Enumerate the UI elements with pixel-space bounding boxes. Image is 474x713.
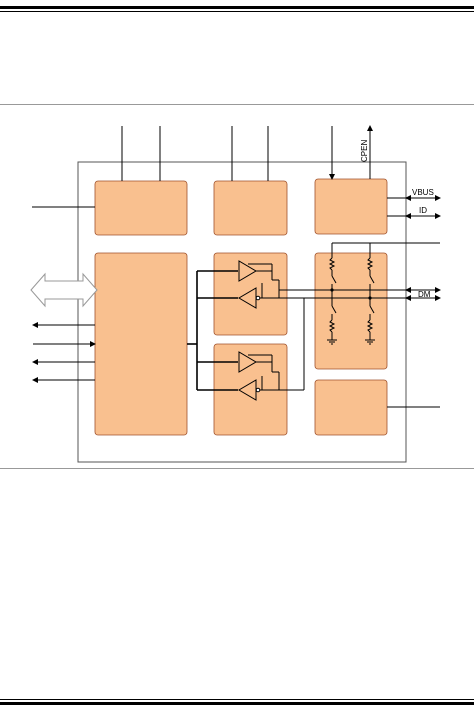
block-resistor-switches [314,252,388,370]
switch-lower-right [369,305,375,314]
data-lines [278,280,441,391]
block-group [94,178,388,436]
resistor-pulldown-left [328,319,336,333]
bus-arrow [30,272,98,308]
ground-right-icon [365,339,375,345]
block-controller [94,252,188,436]
block-top-right [314,178,388,235]
junction-dots [330,288,372,300]
switch-upper-left [331,275,337,284]
block-top-middle [213,180,288,236]
resistor-pullup-right [366,257,374,271]
buffer-lower-tx [238,351,257,373]
switch-lower-left [331,305,337,314]
buffers-upper [238,260,304,309]
ground-left-icon [327,339,337,345]
id-label: ID [419,206,427,215]
footer-rule-thick [0,702,474,705]
block-bottom-right [314,379,388,436]
buffers-lower [238,351,280,401]
footer-rule-thin [0,699,474,700]
resistor-pullup-left [328,257,336,271]
header-rule-thick [0,6,474,9]
figure-frame [0,104,474,469]
left-pins [32,206,96,383]
resistor-network [327,242,440,345]
switch-upper-right [369,275,375,284]
vbus-label: VBUS [412,188,434,197]
top-pins [121,125,373,181]
cpen-label: CPEN [360,140,369,162]
internal-bus [187,270,238,391]
buffer-upper-tx [238,260,257,282]
header-rule-thin [0,11,474,12]
dm-label: DM [418,290,431,299]
chip-outline [77,161,407,463]
resistor-pulldown-right [366,319,374,333]
right-pins [387,195,441,408]
block-top-left [94,180,188,236]
block-transceiver-upper [213,252,288,336]
